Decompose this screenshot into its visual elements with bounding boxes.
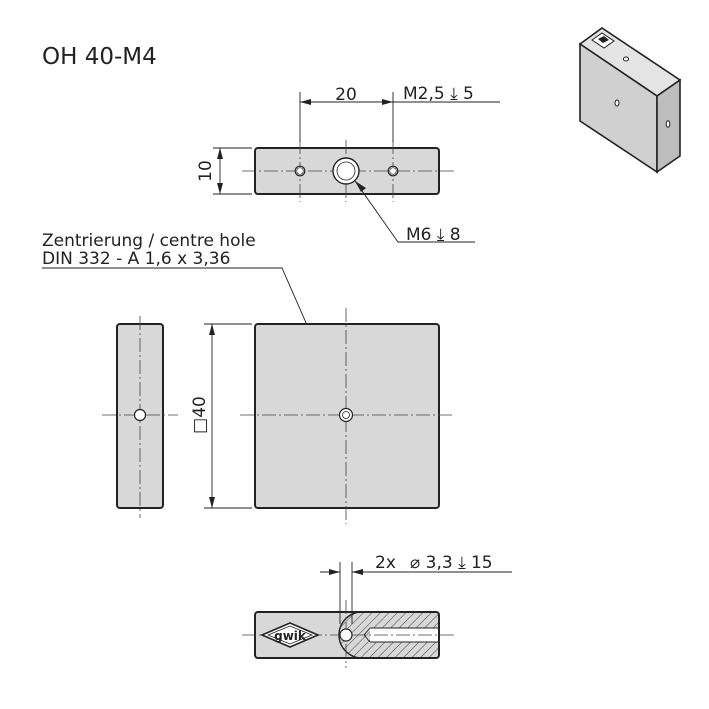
bottom-view: gwik [242,600,454,668]
part-title: OH 40-M4 [42,44,157,70]
bore-dimension [320,562,512,624]
square-label: □40 [190,396,210,434]
bore-count-label: 2x [375,553,396,573]
bore-spec-label: ⌀ 3,3 ⤓ 15 [410,553,493,573]
side-view [102,316,178,518]
bore-hole [339,628,353,642]
m6-leader [354,180,475,243]
svg-text:gwik: gwik [274,629,307,643]
pitch-label: 20 [335,85,357,105]
gwik-logo: gwik [259,622,321,648]
centre-hole-note-line1: Zentrierung / centre hole [42,231,256,251]
thread-large-label: M6 ⤓ 8 [406,225,461,245]
thread-small-label: M2,5 ⤓ 5 [403,84,474,104]
thickness-label: 10 [196,160,216,182]
centre-hole-note-line2: DIN 332 - A 1,6 x 3,36 [42,249,230,269]
isometric-view [578,27,682,174]
thickness-dimension [213,147,252,195]
pitch-dimension [299,92,394,142]
centre-hole [338,407,354,423]
top-view [242,140,454,202]
square-dimension [204,323,252,509]
front-view [240,308,454,524]
